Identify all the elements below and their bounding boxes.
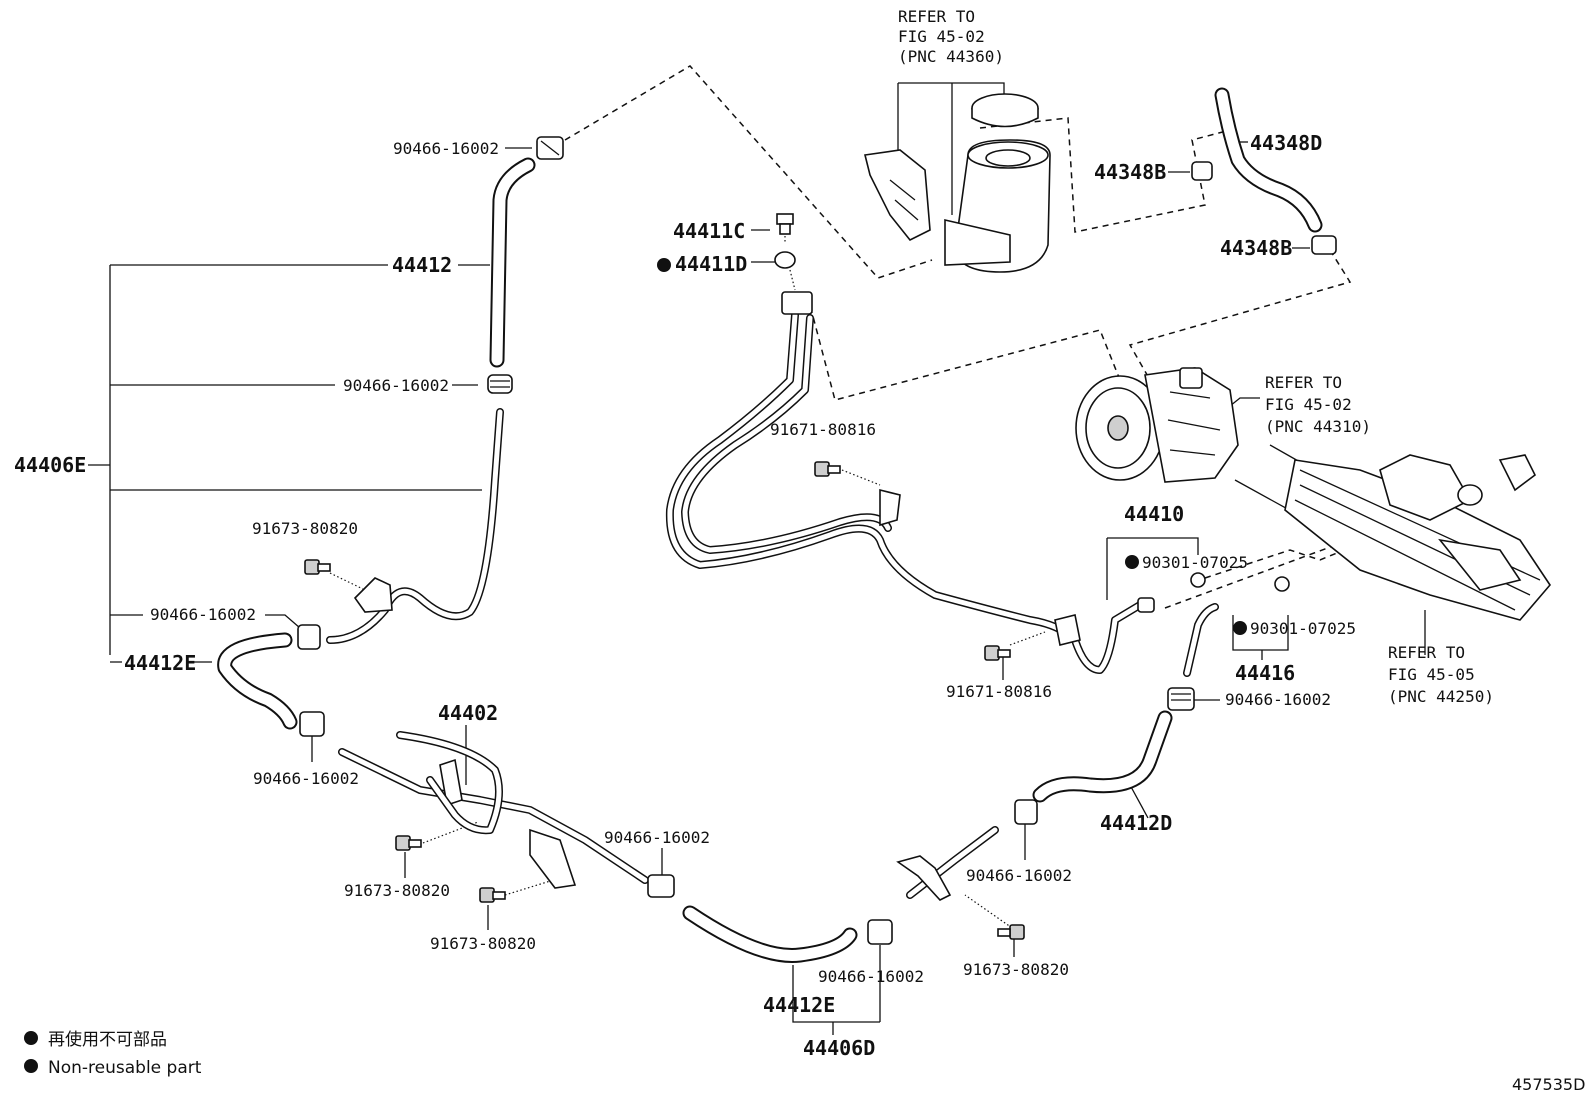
label-44412E-top: 44412E	[124, 651, 196, 675]
clamp-44412D-upper	[1014, 799, 1038, 825]
label-44406E: 44406E	[14, 453, 86, 477]
bolts	[304, 461, 1025, 940]
label-90466-a: 90466-16002	[393, 139, 499, 158]
ref-pump-line1: REFER TO	[1265, 373, 1342, 392]
label-44412D: 44412D	[1100, 811, 1172, 835]
label-90301-b: 90301-07025	[1250, 619, 1356, 638]
ref-pump-line3: (PNC 44310)	[1265, 417, 1371, 436]
label-91671-b: 91671-80816	[946, 682, 1052, 701]
label-90301-a: 90301-07025	[1142, 553, 1248, 572]
label-90466-b: 90466-16002	[343, 376, 449, 395]
ref-gear-line3: (PNC 44250)	[1388, 687, 1494, 706]
figure-id: 457535D	[1512, 1075, 1585, 1094]
part-labels: 90466-16002 44412 90466-16002 44406E 916…	[14, 131, 1356, 1060]
label-44411C: 44411C	[673, 219, 745, 243]
label-44348B-1: 44348B	[1094, 160, 1166, 184]
label-44410: 44410	[1124, 502, 1184, 526]
clamp-44412D-lower	[1167, 687, 1195, 711]
label-44412: 44412	[392, 253, 452, 277]
label-90466-c: 90466-16002	[150, 605, 256, 624]
clamps	[297, 136, 1337, 945]
legend-dot-english	[24, 1059, 38, 1073]
bolt-91673-c	[479, 887, 506, 903]
label-90466-h: 90466-16002	[1225, 690, 1331, 709]
label-44412E-bottom: 44412E	[763, 993, 835, 1017]
non-reusable-dot-44411D	[657, 258, 671, 272]
clamp-44412E-upper	[297, 624, 321, 650]
label-44411D: 44411D	[675, 252, 747, 276]
ref-pump: REFER TO FIG 45-02 (PNC 44310)	[1265, 373, 1371, 436]
label-91671-a: 91671-80816	[770, 420, 876, 439]
reservoir-assembly	[864, 93, 1051, 273]
bolt-91671-b	[984, 645, 1011, 661]
label-90466-f: 90466-16002	[818, 967, 924, 986]
label-91673-b: 91673-80820	[344, 881, 450, 900]
legend-japanese: 再使用不可部品	[48, 1029, 167, 1050]
bolt-44411C	[776, 213, 794, 235]
o-rings	[1137, 572, 1290, 613]
label-44416: 44416	[1235, 661, 1295, 685]
legend: 再使用不可部品 Non-reusable part	[24, 1029, 202, 1078]
label-44348D: 44348D	[1250, 131, 1322, 155]
label-91673-c: 91673-80820	[430, 934, 536, 953]
ref-reservoir: REFER TO FIG 45-02 (PNC 44360)	[898, 7, 1004, 66]
legend-english: Non-reusable part	[48, 1058, 202, 1078]
label-44348B-2: 44348B	[1220, 236, 1292, 260]
clamp-top	[536, 136, 564, 160]
label-90466-d: 90466-16002	[253, 769, 359, 788]
ref-pump-line2: FIG 45-02	[1265, 395, 1352, 414]
bolt-91673-a	[304, 559, 331, 575]
ref-reservoir-line1: REFER TO	[898, 7, 975, 26]
clamp-44348B-a	[1191, 161, 1213, 181]
ref-reservoir-line2: FIG 45-02	[898, 27, 985, 46]
pump-assembly	[1075, 367, 1239, 483]
bolt-91673-b	[395, 835, 422, 851]
clamp-44412E-lower	[299, 711, 325, 737]
ref-gear-line2: FIG 45-05	[1388, 665, 1475, 684]
non-reusable-dot-90301-a	[1125, 555, 1139, 569]
ref-gear: REFER TO FIG 45-05 (PNC 44250)	[1388, 643, 1494, 706]
label-90466-e: 90466-16002	[604, 828, 710, 847]
brackets	[353, 488, 1081, 901]
clamp-44412-mid	[487, 374, 513, 394]
bolt-91673-d	[997, 924, 1025, 940]
washer-44411D	[774, 251, 796, 269]
ref-gear-line1: REFER TO	[1388, 643, 1465, 662]
bolt-91671-a	[814, 461, 841, 477]
clamp-44348B-b	[1311, 235, 1337, 255]
ref-reservoir-line3: (PNC 44360)	[898, 47, 1004, 66]
label-91673-a: 91673-80820	[252, 519, 358, 538]
union-fitting	[781, 291, 813, 315]
label-91673-d: 91673-80820	[963, 960, 1069, 979]
non-reusable-dot-90301-b	[1233, 621, 1247, 635]
label-90466-g: 90466-16002	[966, 866, 1072, 885]
steering-gear	[1284, 454, 1552, 621]
legend-dot-japanese	[24, 1031, 38, 1045]
label-44406D: 44406D	[803, 1036, 875, 1060]
clamp-bottom-mid	[647, 874, 675, 898]
clamp-bottom-right	[867, 919, 893, 945]
label-44402: 44402	[438, 701, 498, 725]
